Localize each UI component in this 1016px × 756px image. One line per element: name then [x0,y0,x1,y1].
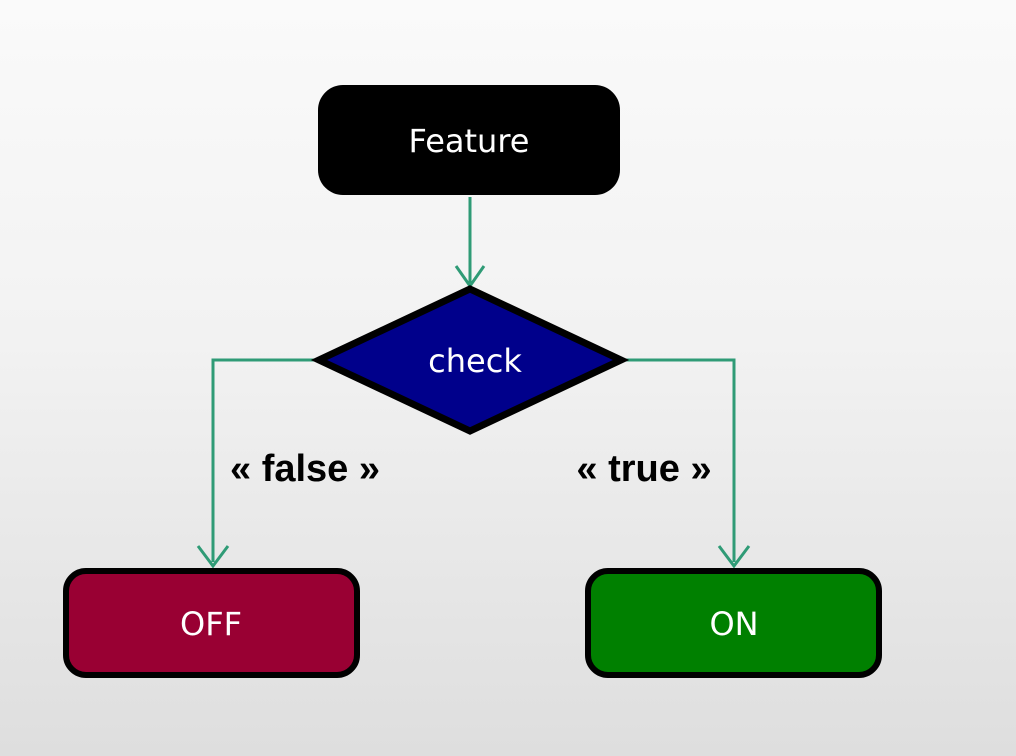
node-feature-shape [318,85,620,195]
node-feature: Feature [318,85,620,195]
arrowhead-down-icon [196,545,230,569]
node-check-shape [310,285,630,435]
arrowhead-down-icon [717,545,751,569]
edge-false-branch [196,358,322,569]
node-check-label: check [428,342,522,380]
node-on-shape [585,568,882,678]
node-off: OFF [63,568,360,678]
edge-label-false: « false » [230,448,380,490]
node-off-shape [63,568,360,678]
edge-line [211,358,322,562]
node-feature-label: Feature [409,122,530,160]
node-on-label: ON [709,605,758,643]
edge-label-true: « true » [576,448,711,490]
node-off-label: OFF [180,605,242,643]
edge-feature-to-check [454,197,486,289]
edge-line [618,358,736,562]
node-check: check [310,285,630,435]
node-on: ON [585,568,882,678]
edge-true-branch [618,358,751,569]
